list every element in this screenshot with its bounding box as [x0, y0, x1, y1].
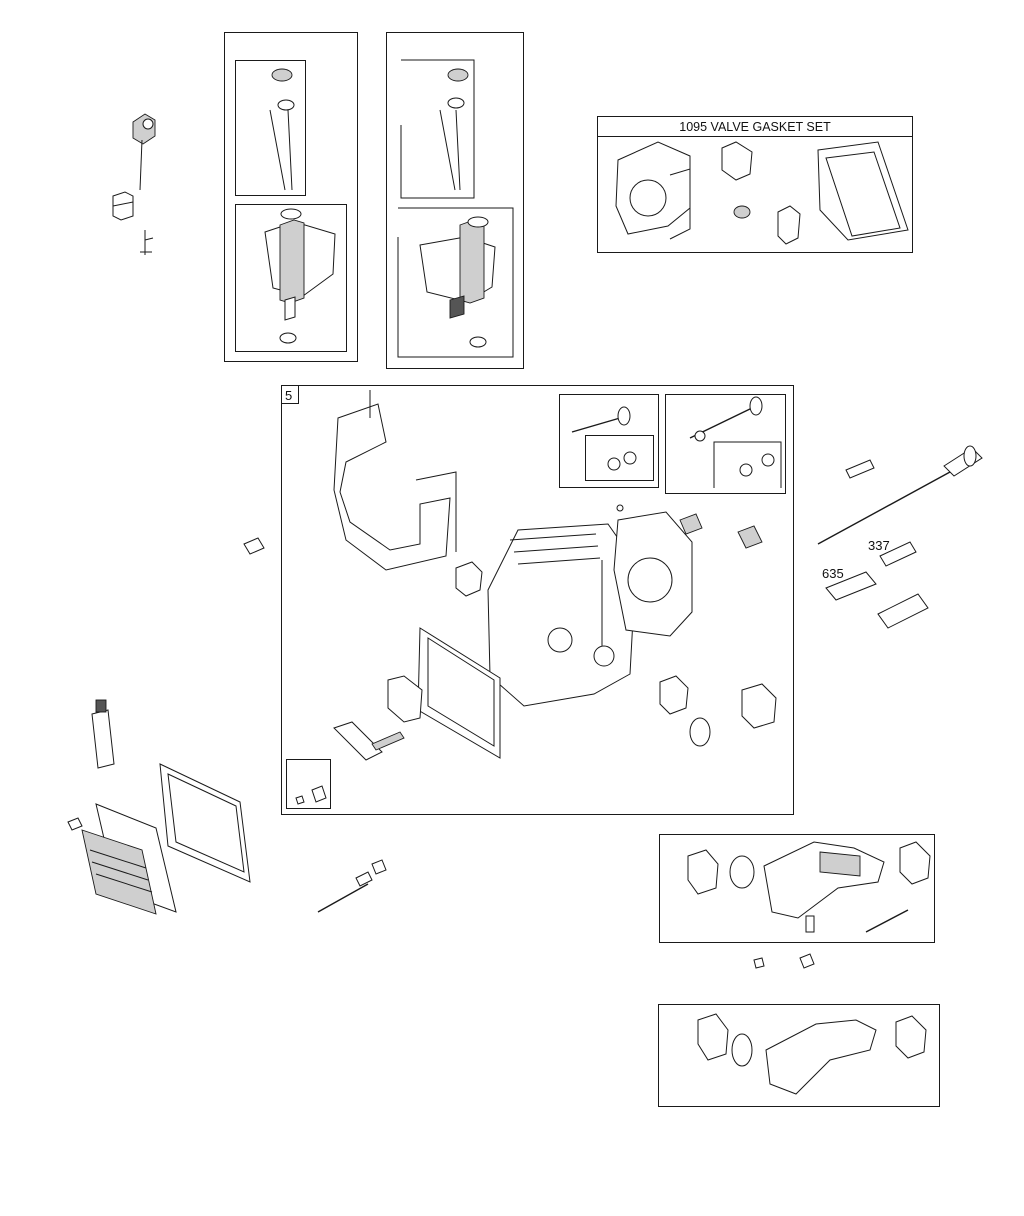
cylinder-head	[487, 523, 637, 707]
oil-fill-kit-a	[224, 32, 358, 362]
exhaust-valve-box	[665, 394, 786, 494]
valve-gasket-set: 1095 VALVE GASKET SET	[597, 116, 913, 253]
stud-and-nut	[317, 859, 387, 913]
rocker-cover-gasket	[417, 627, 501, 759]
rocker-cover-gasket-loose	[159, 763, 251, 883]
manifold-bolt-b	[799, 953, 815, 969]
callout-635: 635	[822, 566, 844, 581]
callout-5: 5	[285, 388, 292, 403]
valve-gasket-set-title: 1095 VALVE GASKET SET	[679, 120, 831, 134]
cylinder-head-assembly: 5	[281, 385, 794, 815]
rocker-cover	[67, 803, 177, 915]
intake-manifold-kit-a	[659, 834, 935, 943]
breather-dipstick-parts	[112, 113, 156, 255]
push-rod-tappet-parts: 337 635	[817, 445, 983, 629]
head-bolt	[243, 537, 265, 555]
sealant-tube	[91, 699, 115, 769]
oil-fill-kit-b	[386, 32, 524, 369]
intake-manifold-kit-b	[658, 1004, 940, 1107]
callout-337: 337	[868, 538, 890, 553]
intake-valve-box	[559, 394, 659, 488]
air-baffle	[333, 403, 451, 571]
manifold-bolt-a	[753, 957, 765, 969]
